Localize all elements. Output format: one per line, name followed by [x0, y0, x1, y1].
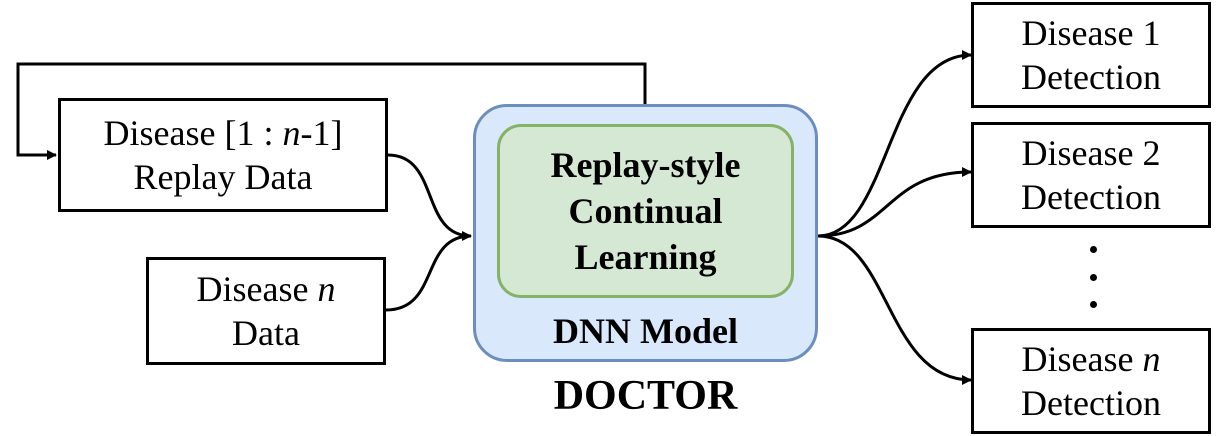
vertical-ellipsis	[1086, 246, 1100, 308]
output-n-var: n	[1142, 339, 1161, 379]
new-data-line2: Data	[232, 313, 300, 353]
new-disease-data-box: Disease n Data	[146, 257, 386, 365]
replay-to-model-arrow	[387, 153, 472, 241]
doctor-label: DOCTOR	[553, 373, 738, 419]
replay-data-line1: Disease [1 : n-1]	[104, 111, 343, 155]
output-2-number: 2	[1142, 133, 1161, 173]
new-data-var: n	[317, 269, 336, 309]
feedback-loop-arrow	[16, 62, 647, 160]
output-n-line2: Detection	[1021, 383, 1161, 423]
output-1-prefix: Disease	[1021, 13, 1143, 53]
ellipsis-dot	[1089, 273, 1097, 281]
new-data-prefix: Disease	[196, 269, 318, 309]
dnn-model-label: DNN Model	[553, 311, 738, 351]
output-disease-1-box: Disease 1 Detection	[971, 2, 1211, 108]
output-n-prefix: Disease	[1021, 339, 1143, 379]
model-to-output-1-arrow	[817, 50, 972, 238]
replay-data-suffix: -1]	[300, 113, 343, 153]
model-to-output-n-arrow	[817, 234, 972, 385]
output-1-line1: Disease 1	[1022, 11, 1161, 55]
replay-data-box: Disease [1 : n-1] Replay Data	[58, 98, 388, 212]
output-1-line2: Detection	[1021, 57, 1161, 97]
replay-data-line2: Replay Data	[133, 157, 313, 197]
ellipsis-dot	[1089, 246, 1097, 253]
model-to-output-2-arrow	[817, 167, 972, 238]
learning-line-3: Learning	[574, 237, 717, 277]
ellipsis-dot	[1089, 301, 1097, 308]
replay-data-prefix: Disease [1 :	[103, 113, 283, 153]
output-1-number: 1	[1142, 13, 1161, 53]
output-2-line1: Disease 2	[1022, 131, 1161, 175]
output-n-line1: Disease n	[1022, 337, 1161, 381]
learning-line-2: Continual	[568, 191, 723, 231]
learning-line-1: Replay-style	[550, 145, 741, 185]
output-2-line2: Detection	[1021, 177, 1161, 217]
new-data-line1: Disease n	[197, 267, 336, 311]
output-2-prefix: Disease	[1021, 133, 1143, 173]
continual-learning-box: Replay-style Continual Learning	[497, 124, 794, 298]
new-data-to-model-arrow	[385, 234, 472, 312]
output-disease-n-box: Disease n Detection	[971, 328, 1211, 434]
output-disease-2-box: Disease 2 Detection	[971, 122, 1211, 228]
replay-data-var: n	[282, 113, 301, 153]
